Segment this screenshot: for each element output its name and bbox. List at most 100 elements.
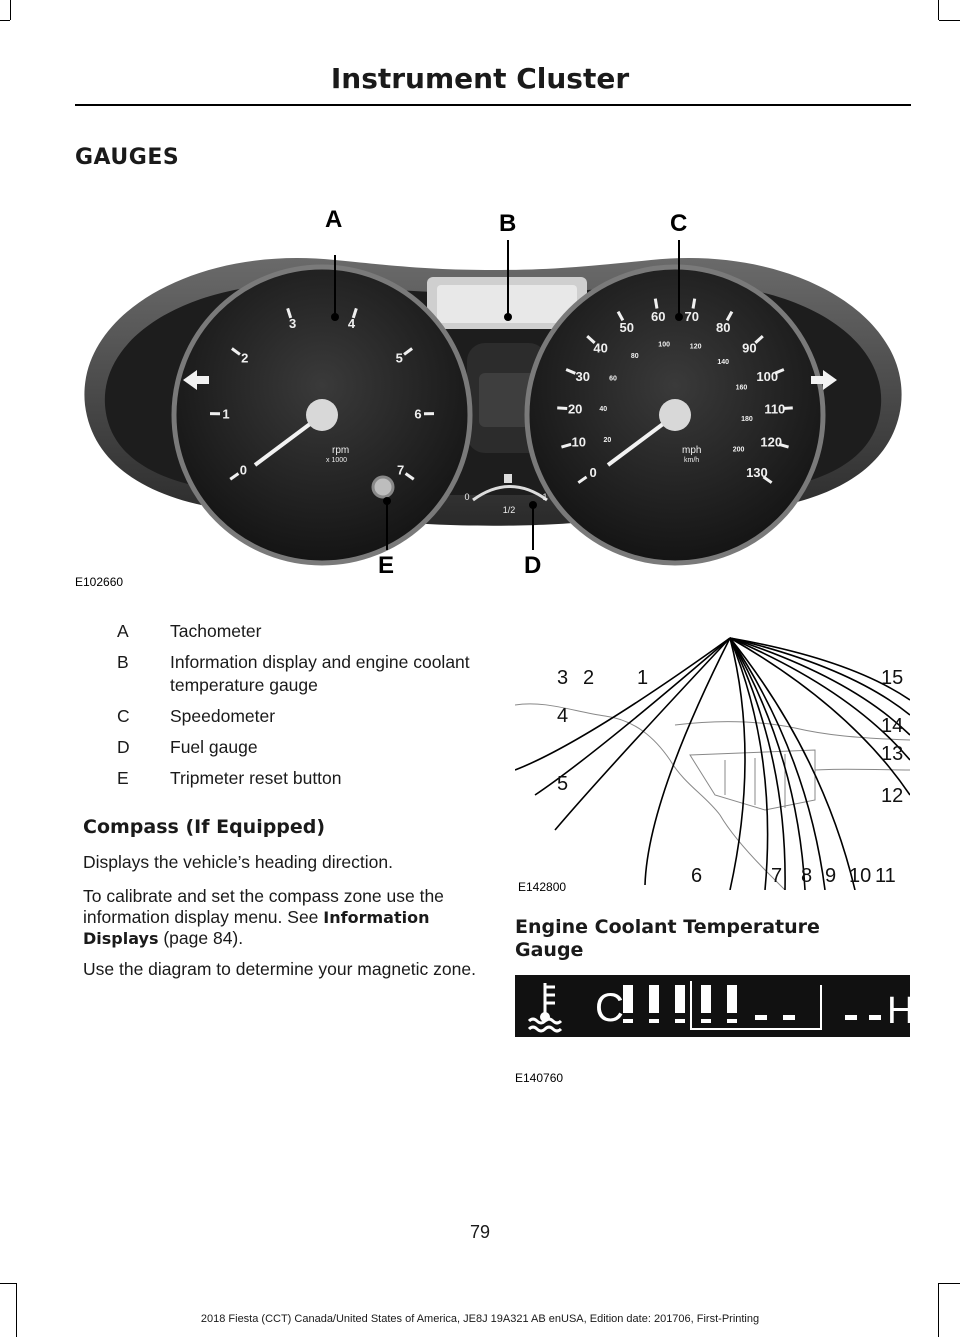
tach-unit-sub: x 1000 xyxy=(326,457,347,464)
zone-line xyxy=(515,637,731,771)
speedo-tick xyxy=(754,335,764,344)
legend-row: C Speedometer xyxy=(75,705,475,728)
speedo-label: 60 xyxy=(651,309,665,324)
tach-label: 3 xyxy=(289,316,296,331)
right-turn-arrow-icon xyxy=(811,370,837,390)
fuel-pump-icon xyxy=(504,474,512,483)
tach-tick xyxy=(230,347,241,356)
zone-line xyxy=(729,637,910,736)
kmh-label: 60 xyxy=(609,376,617,383)
callout-b: B xyxy=(499,210,516,237)
speedo-label: 0 xyxy=(589,465,596,480)
speedo-label: 10 xyxy=(572,435,586,450)
speedo-hub xyxy=(659,399,691,431)
page-title: Instrument Cluster xyxy=(330,62,630,95)
zone-label: 1 xyxy=(637,667,648,689)
callout-a: A xyxy=(325,206,342,233)
callout-dot-b xyxy=(504,313,512,321)
information-displays-link[interactable]: Information Displays xyxy=(83,908,430,948)
speedo-tick xyxy=(691,298,697,309)
zone-label: 9 xyxy=(825,865,836,887)
callout-dot-e xyxy=(383,497,391,505)
callout-d: D xyxy=(524,552,541,579)
fuel-label: 1/2 xyxy=(503,505,516,515)
speedo-label: 80 xyxy=(716,320,730,335)
tach-label: 4 xyxy=(348,316,356,331)
coolant-normal-range-bracket xyxy=(690,981,822,1030)
zone-line xyxy=(729,637,806,890)
tach-tick-group xyxy=(209,307,435,481)
coolant-heading-line-1: Engine Coolant Temperature xyxy=(515,916,820,938)
zone-label: 11 xyxy=(875,865,896,887)
compass-paragraph-2: To calibrate and set the compass zone us… xyxy=(83,886,483,949)
speedo-tick xyxy=(561,442,572,449)
tach-label: 7 xyxy=(397,463,404,478)
speedo-tick xyxy=(557,406,568,410)
zone-label: 4 xyxy=(557,705,568,727)
zone-line xyxy=(729,637,826,890)
crop-mark xyxy=(16,1283,17,1337)
legend-text: Tachometer xyxy=(170,621,262,641)
tach-tick xyxy=(404,472,415,481)
header-divider xyxy=(75,104,911,106)
kmh-label: 160 xyxy=(736,385,748,392)
legend-key: B xyxy=(117,652,129,672)
tach-hub xyxy=(306,399,338,431)
crop-mark xyxy=(938,0,939,20)
tach-tick xyxy=(229,472,240,481)
compass-paragraph-3: Use the diagram to determine your magnet… xyxy=(83,959,476,979)
coolant-bar-segments xyxy=(623,985,881,1023)
speedo-tick xyxy=(616,310,625,322)
tach-label: 1 xyxy=(222,406,229,421)
kmh-label: 100 xyxy=(658,341,670,348)
figure-id-map: E142800 xyxy=(518,880,567,894)
figure-id-gauges: E102660 xyxy=(75,575,124,589)
legend-row: D Fuel gauge xyxy=(75,736,475,759)
tach-unit: rpm xyxy=(332,445,349,456)
legend-key: E xyxy=(117,768,129,788)
legend-text: Information display and engine coolant t… xyxy=(170,652,470,695)
zone-label: 2 xyxy=(583,667,594,689)
compass-p2-text: To calibrate and set the compass zone us… xyxy=(83,886,444,927)
legend-row: B Information display and engine coolant… xyxy=(75,651,475,697)
zone-line xyxy=(644,637,731,886)
speedo-label: 100 xyxy=(756,369,778,384)
fuel-label-group: 01/21 xyxy=(464,492,547,515)
speedo-label: 110 xyxy=(764,402,785,417)
kmh-label: 140 xyxy=(717,359,729,366)
legend-text: Tripmeter reset button xyxy=(170,768,342,788)
callout-dot-a xyxy=(331,313,339,321)
zone-line xyxy=(534,637,731,796)
tach-tick xyxy=(286,307,293,319)
zone-label: 12 xyxy=(881,785,903,807)
speedo-tick xyxy=(774,368,785,375)
speedo-unit-sub: km/h xyxy=(684,457,699,464)
zone-line xyxy=(729,637,856,890)
speedo-label: 20 xyxy=(568,402,582,417)
tach-tick xyxy=(351,307,358,319)
speedo-tick xyxy=(577,475,588,484)
kmh-label: 20 xyxy=(603,437,611,444)
left-turn-arrow-icon xyxy=(183,370,209,390)
zone-label: 7 xyxy=(771,865,782,887)
tach-label: 5 xyxy=(396,351,403,366)
speedo-tick-group xyxy=(557,298,793,484)
kmh-label: 80 xyxy=(631,353,639,360)
legend-key: D xyxy=(117,737,130,757)
zone-line xyxy=(554,637,731,831)
zone-label: 6 xyxy=(691,865,702,887)
legend-text: Speedometer xyxy=(170,706,276,726)
legend-key: A xyxy=(117,621,129,641)
callout-c: C xyxy=(670,210,687,237)
coolant-hot-label: H xyxy=(887,990,910,1032)
speedo-label: 130 xyxy=(746,465,768,480)
speedo-tick xyxy=(586,335,596,344)
tripmeter-reset-button xyxy=(371,475,395,499)
crop-mark xyxy=(939,20,960,21)
kmh-label: 180 xyxy=(741,416,753,423)
callout-dot-d xyxy=(529,501,537,509)
speedo-tick xyxy=(762,475,773,484)
